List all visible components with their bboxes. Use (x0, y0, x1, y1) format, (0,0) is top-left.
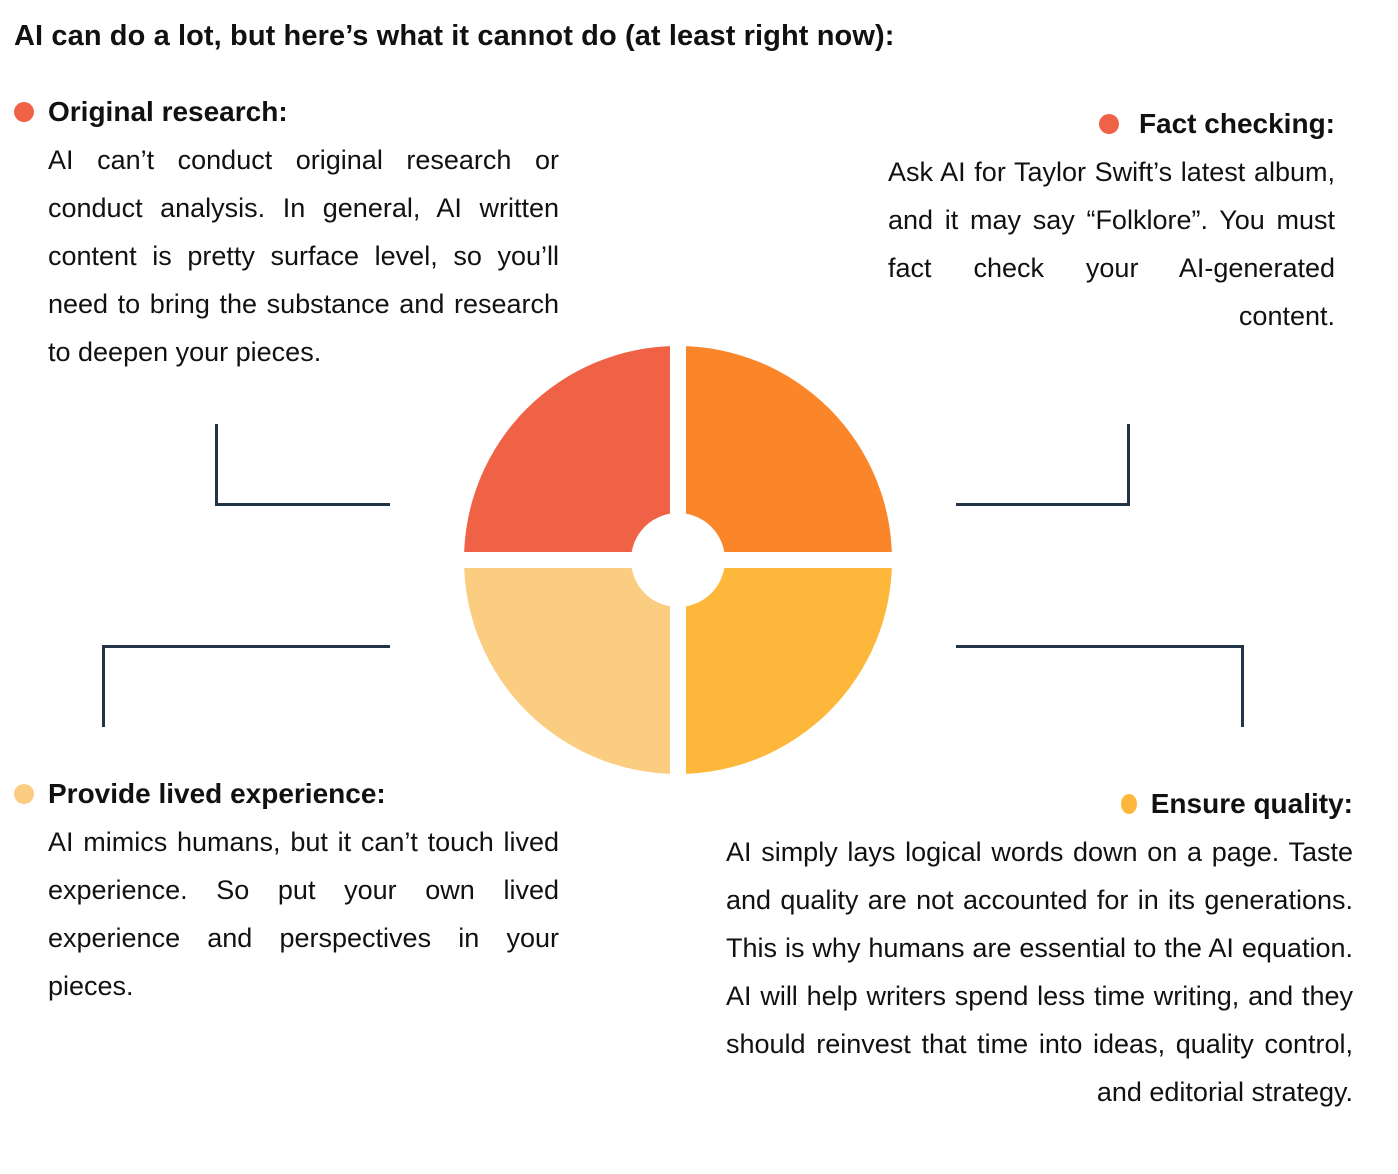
connector-bottom-right-vertical (1241, 645, 1244, 727)
item-original-research: Original research: AI can’t conduct orig… (14, 96, 559, 376)
connector-top-right-horizontal (956, 503, 1130, 506)
bullet-dot-icon (14, 102, 34, 122)
connector-bottom-right-horizontal (956, 645, 1244, 648)
item-text: Ask AI for Taylor Swift’s latest album, … (888, 157, 1335, 331)
segment-top-left (464, 346, 678, 560)
connector-top-left-vertical (215, 424, 218, 506)
item-fact-checking: Fact checking: Ask AI for Taylor Swift’s… (888, 108, 1335, 340)
connector-bottom-left-vertical (102, 645, 105, 727)
segment-bottom-right (678, 560, 892, 774)
bullet-dot-icon (1098, 114, 1119, 134)
item-ensure-quality: Ensure quality: AI simply lays logical w… (726, 788, 1353, 1116)
item-text: AI can’t conduct original research or co… (48, 145, 559, 367)
connector-top-right-vertical (1127, 424, 1130, 506)
connector-top-left-horizontal (215, 503, 390, 506)
bullet-dot-icon (1120, 794, 1137, 814)
segment-bottom-left (464, 560, 678, 774)
segment-top-right (678, 346, 892, 560)
item-heading: Provide lived experience: (48, 778, 386, 809)
connector-bottom-left-horizontal (102, 645, 390, 648)
item-text: AI mimics humans, but it can’t touch liv… (48, 827, 559, 1001)
item-text: AI simply lays logical words down on a p… (726, 837, 1353, 1107)
item-heading: Fact checking: (1138, 108, 1335, 139)
item-heading: Original research: (48, 96, 288, 127)
item-heading: Ensure quality: (1150, 788, 1353, 819)
item-lived-experience: Provide lived experience: AI mimics huma… (14, 778, 559, 1010)
quadrant-wheel (464, 346, 892, 774)
page-title: AI can do a lot, but here’s what it cann… (14, 20, 895, 52)
bullet-dot-icon (14, 784, 34, 804)
